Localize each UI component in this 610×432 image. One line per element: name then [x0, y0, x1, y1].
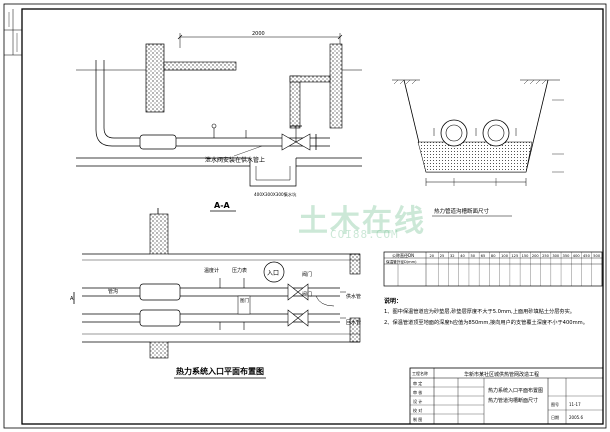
- title-project-name: 华新市某社区城供热管网改造工程: [464, 371, 539, 378]
- title-row-2: 审 核: [413, 389, 422, 395]
- note-item-2: 2、保温管道顶至地面的深度h应值为850mm,接向用户的支管覆土深度不小于400…: [384, 320, 588, 326]
- right-cap: [289, 75, 331, 83]
- sleeve-return: [139, 309, 181, 327]
- table-column-header: 200: [532, 254, 540, 258]
- plan-top-wall: [149, 213, 169, 255]
- label-thermometer: 温度计: [204, 267, 219, 274]
- section-aa-title: A-A: [214, 201, 231, 210]
- label-pipe-trench: 管沟: [108, 288, 118, 295]
- sump-pit: [249, 158, 297, 187]
- table-column-header: 125: [511, 254, 518, 258]
- sand-bedding: [417, 141, 533, 173]
- label-valve-top: 阀门: [302, 271, 312, 278]
- dimension-label: 2000: [252, 31, 265, 37]
- plan-valve-supply: [287, 283, 309, 301]
- plan-right-wall: [349, 253, 361, 275]
- pipe-sleeve: [139, 134, 177, 150]
- title-project-label: 工程名称: [412, 370, 428, 376]
- label-small: 图门: [240, 297, 249, 304]
- table-column-header: 500: [593, 254, 601, 258]
- table-column-header: 40: [460, 254, 465, 258]
- date-value: 2005.6: [569, 415, 583, 420]
- plan-valve-return: [287, 309, 309, 327]
- table-column-header: 300: [552, 254, 560, 258]
- outer-frame: [3, 3, 607, 429]
- title-block: 工程名称 华新市某社区城供热管网改造工程 审 定 审 核 设 计 校 对 制 图…: [409, 367, 604, 425]
- table-column-header: 50: [470, 254, 475, 258]
- table-column-header: 25: [440, 254, 445, 258]
- label-valve-bottom: 阀门: [302, 291, 312, 298]
- label-pressure: 压力表: [232, 267, 247, 274]
- section-mark-left: A: [70, 296, 74, 302]
- table-column-header: 450: [583, 254, 591, 258]
- note-item-1: 1、图中保温管道应为砂垫层,砂垫层厚度不大于5.0mm,上面用砂填粘土分层夯实。: [384, 309, 575, 315]
- sump-note: 400X300X300集水坑: [254, 191, 297, 198]
- label-return: 回水管: [346, 319, 361, 326]
- trench-title: 热力管道沟槽断面尺寸: [434, 207, 490, 215]
- table-column-header: 32: [450, 254, 455, 258]
- gate-valve: [281, 125, 311, 151]
- watermark-sub: COI88.COM: [330, 228, 399, 241]
- title-row-5: 制 图: [413, 416, 422, 422]
- plan-title: 热力系统入口平面布置图: [176, 366, 264, 376]
- title-row-4: 校 对: [413, 407, 422, 413]
- notes-heading: 说明：: [384, 298, 403, 305]
- table-column-header: 65: [481, 254, 486, 258]
- sheet-label: 图号: [551, 401, 559, 407]
- trench-section: 热力管道沟槽断面尺寸: [392, 79, 564, 217]
- section-aa: 2000: [76, 31, 362, 212]
- drawing-name-1: 热力系统入口平面布置图: [488, 387, 543, 394]
- notes-block: 说明： 1、图中保温管道应为砂垫层,砂垫层厚度不大于5.0mm,上面用砂填粘土分…: [384, 298, 602, 327]
- right-wall-right: [329, 43, 343, 129]
- riser-pipe: [95, 60, 140, 147]
- drain-valve-note: 泄水阀安装在供水管上: [205, 156, 265, 164]
- title-row-3: 设 计: [413, 398, 422, 404]
- table-column-header: 20: [430, 254, 435, 258]
- plan-bottom-wall: [149, 341, 169, 359]
- table-column-header: 100: [501, 254, 509, 258]
- date-label: 日期: [551, 414, 559, 420]
- title-row-1: 审 定: [413, 380, 422, 386]
- inner-frame: [21, 8, 604, 425]
- table-column-header: 350: [563, 254, 571, 258]
- left-wall: [145, 43, 165, 113]
- right-wall-left: [289, 75, 301, 129]
- table-header-left: 公称直径DN: [392, 252, 414, 258]
- table-column-header: 400: [573, 254, 581, 258]
- plan-view: A 入口 温度计 压力表 管沟 阀门 阀门: [70, 208, 361, 379]
- sleeve-supply: [139, 283, 181, 301]
- table-header-sub: 保温管外径D(mm): [386, 259, 417, 264]
- table-column-header: 150: [522, 254, 530, 258]
- table-column-header: 80: [491, 254, 496, 258]
- label-supply: 供水管: [346, 293, 361, 300]
- entry-label: 入口: [267, 270, 279, 277]
- watermark-logo: 土木在线: [298, 204, 426, 239]
- sheet-value: 11-17: [569, 402, 581, 407]
- top-slab: [163, 61, 237, 71]
- table-column-header: 250: [542, 254, 550, 258]
- entry-circle: [263, 261, 285, 283]
- drawing-name-2: 热力管道沟槽断面尺寸: [488, 397, 538, 404]
- binding-strip: [4, 9, 22, 56]
